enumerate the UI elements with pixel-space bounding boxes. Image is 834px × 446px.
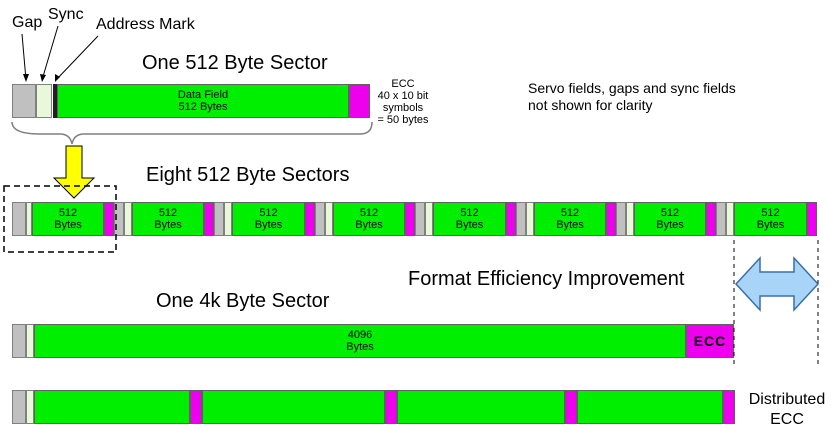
data-segment (34, 390, 190, 424)
sync-segment (26, 390, 34, 424)
ecc-note: ECC 40 x 10 bit symbols = 50 bytes (377, 78, 429, 126)
ecc-segment (807, 202, 817, 236)
sync-segment (526, 202, 534, 236)
sector-bytes-label: 512 Bytes (556, 207, 584, 231)
address-mark-label: Address Mark (96, 16, 195, 33)
sector-brace (11, 121, 373, 145)
sector-bytes-label: 512 Bytes (355, 207, 383, 231)
data-field-segment: Data Field 512 Bytes (57, 84, 349, 118)
ecc-segment (204, 202, 214, 236)
callout-arrowheads (23, 74, 60, 82)
one-512-sector-title: One 512 Byte Sector (142, 52, 328, 74)
address-mark-arrowhead (55, 74, 60, 82)
sector-bytes-label: 512 Bytes (154, 207, 182, 231)
sync-segment (626, 202, 634, 236)
sector-data-segment: 512 Bytes (232, 202, 305, 236)
sync-segment (124, 202, 132, 236)
sync-segment (425, 202, 433, 236)
gap-pointer-line (21, 33, 27, 81)
gap-arrowhead (23, 74, 29, 82)
ecc-box: ECC (686, 324, 734, 358)
sync-segment (726, 202, 734, 236)
ecc-segment (190, 390, 202, 424)
sector-bytes-label: 512 Bytes (756, 207, 785, 231)
gap-segment (516, 202, 526, 236)
ecc-box-label: ECC (693, 333, 727, 349)
gap-segment (12, 84, 36, 118)
data-4096-segment: 4096 Bytes (34, 324, 686, 358)
bytes-4096-label: 4096 Bytes (346, 329, 374, 353)
ecc-segment (706, 202, 716, 236)
sync-segment (224, 202, 232, 236)
sector-bytes-label: 512 Bytes (254, 207, 283, 231)
gap-segment (12, 324, 26, 358)
ecc-segment (565, 390, 577, 424)
sync-segment (26, 324, 34, 358)
distributed-ecc-label: Distributed ECC (748, 391, 826, 428)
sector-data-segment: 512 Bytes (734, 202, 807, 236)
ecc-segment (104, 202, 114, 236)
sync-segment (325, 202, 333, 236)
ecc-segment (506, 202, 516, 236)
address-mark-segment (53, 84, 57, 118)
gap-segment (214, 202, 224, 236)
gap-segment (716, 202, 726, 236)
sector-bytes-label: 512 Bytes (54, 207, 82, 231)
ecc-segment (349, 84, 370, 118)
ecc-segment (723, 390, 735, 424)
data-segment (397, 390, 565, 424)
data-segment (202, 390, 385, 424)
sync-label: Sync (48, 6, 84, 23)
gap-segment (415, 202, 425, 236)
sector-data-segment: 512 Bytes (634, 202, 706, 236)
ecc-segment (606, 202, 616, 236)
gap-label: Gap (12, 14, 43, 31)
sector-bytes-label: 512 Bytes (455, 207, 484, 231)
gap-segment (12, 390, 26, 424)
ecc-segment (305, 202, 315, 236)
sector-data-segment: 512 Bytes (433, 202, 506, 236)
eight-512-sectors-title: Eight 512 Byte Sectors (146, 164, 350, 186)
sync-pointer-line (41, 25, 59, 81)
format-efficiency-label: Format Efficiency Improvement (408, 268, 685, 290)
sector-data-segment: 512 Bytes (132, 202, 204, 236)
sync-segment (36, 84, 52, 118)
sync-segment (26, 202, 32, 236)
gap-segment (114, 202, 124, 236)
callout-lines (21, 25, 99, 81)
blue-double-arrow (734, 256, 820, 312)
sector-bytes-label: 512 Bytes (656, 207, 684, 231)
ecc-segment (385, 390, 397, 424)
gap-segment (616, 202, 626, 236)
one-4k-sector-title: One 4k Byte Sector (156, 290, 330, 312)
gap-segment (12, 202, 26, 236)
sync-arrowhead (40, 74, 46, 82)
sector-data-segment: 512 Bytes (534, 202, 606, 236)
ecc-segment (405, 202, 415, 236)
servo-note: Servo fields, gaps and sync fields not s… (528, 80, 736, 113)
gap-segment (315, 202, 325, 236)
data-field-label: Data Field 512 Bytes (177, 89, 229, 113)
sector-data-segment: 512 Bytes (32, 202, 104, 236)
address-mark-pointer-line (55, 35, 99, 81)
first-sector-dashed-box (3, 185, 117, 253)
yellow-down-arrow (52, 145, 96, 199)
sector-data-segment: 512 Bytes (333, 202, 405, 236)
data-segment (577, 390, 723, 424)
